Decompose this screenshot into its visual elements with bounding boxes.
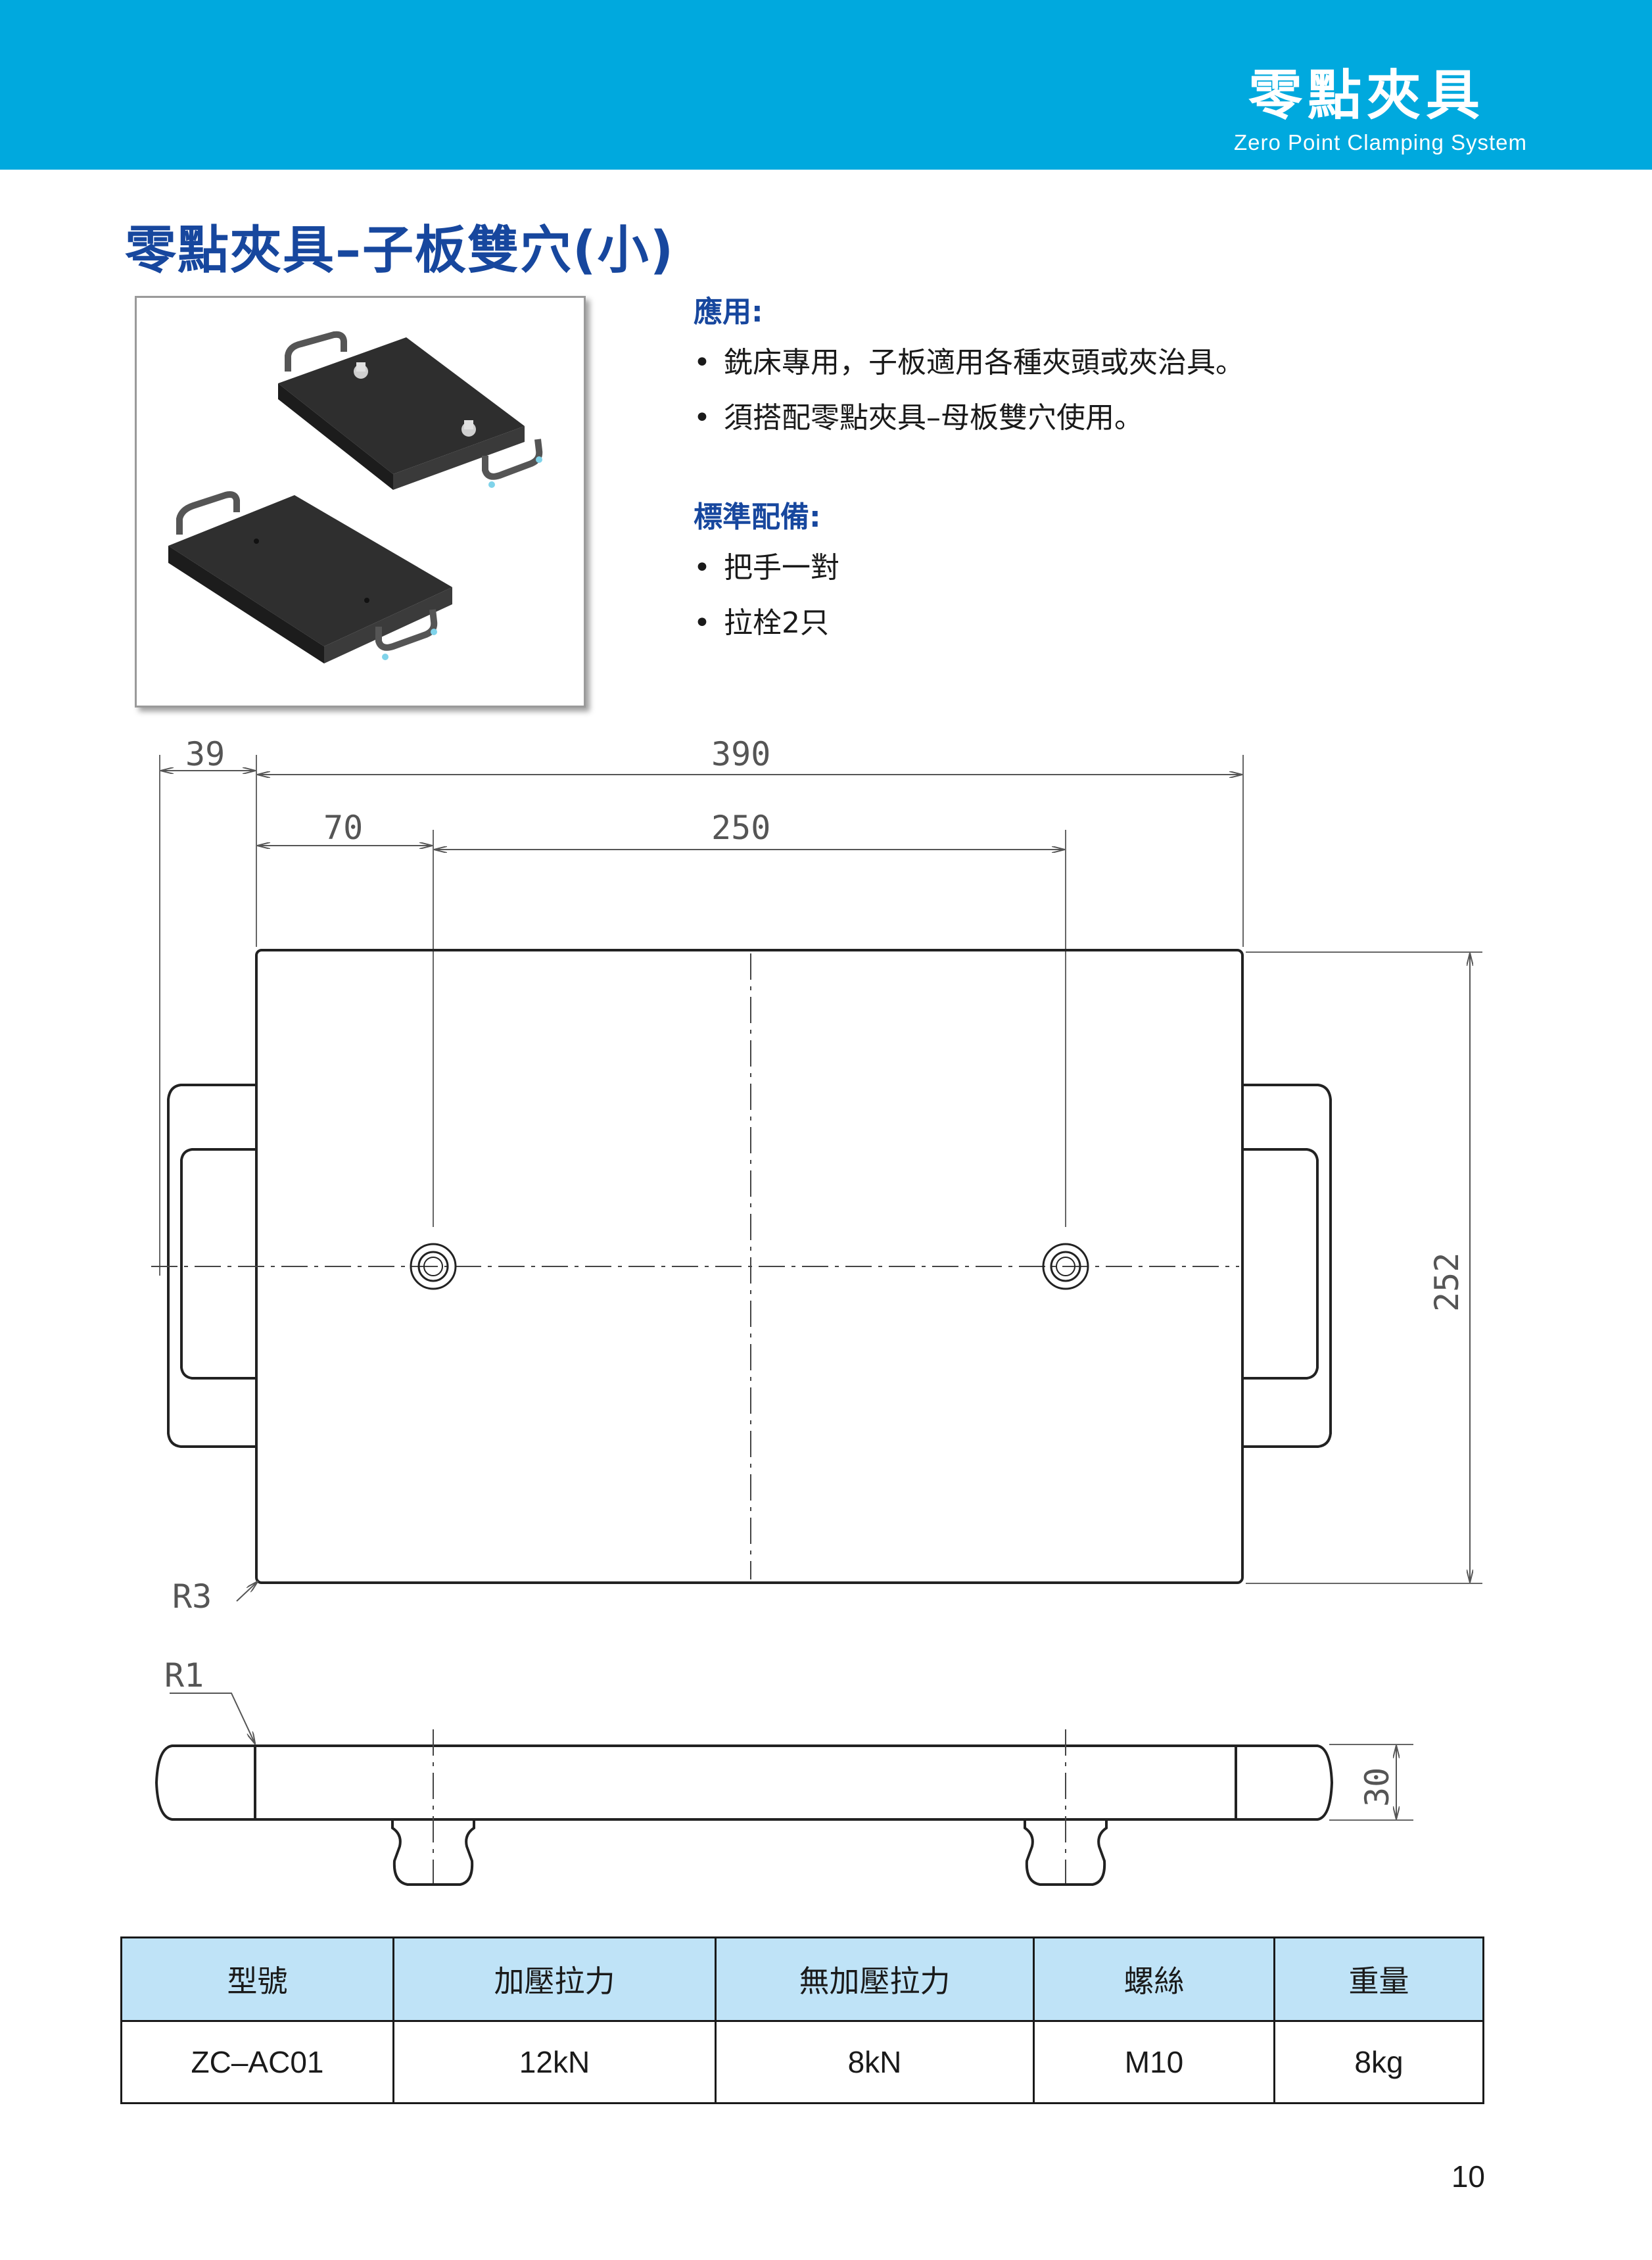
column-header-screw: 螺絲	[1033, 1936, 1275, 2022]
product-photo	[135, 296, 586, 708]
bullet-dot-icon: •	[694, 346, 711, 379]
page-number: 10	[1451, 2159, 1485, 2194]
application-item: • 銑床專用，子板適用各種夾頭或夾治具。	[694, 335, 1548, 391]
equipment-item-text: 把手一對	[724, 551, 839, 585]
page-title: 零點夾具–子板雙穴(小)	[125, 221, 675, 280]
cell-unpressurized-force: 8kN	[715, 2020, 1035, 2104]
radius-r1-label: R1	[164, 1656, 204, 1695]
dimension-70: 70	[323, 809, 363, 847]
bullet-dot-icon: •	[694, 551, 711, 585]
standard-equipment-heading: 標準配備:	[694, 500, 821, 534]
radius-r3-label: R3	[172, 1577, 212, 1616]
header-band	[0, 0, 1652, 170]
application-item-text: 銑床專用，子板適用各種夾頭或夾治具。	[724, 346, 1244, 379]
equipment-item: • 把手一對	[694, 541, 1548, 596]
column-header-clamping-force: 加壓拉力	[392, 1936, 717, 2022]
column-header-model: 型號	[120, 1936, 394, 2022]
equipment-item-text: 拉栓2只	[724, 606, 829, 640]
application-heading: 應用:	[694, 295, 763, 329]
table-header-row: 型號 加壓拉力 無加壓拉力 螺絲 重量	[120, 1936, 1484, 2022]
equipment-item: • 拉栓2只	[694, 596, 1548, 651]
dimension-39: 39	[185, 735, 225, 773]
cell-clamping-force: 12kN	[392, 2020, 717, 2104]
plate-lower-illustration	[168, 491, 452, 663]
technical-drawing: 39 390 70 250 252 30 R3 R1	[151, 735, 1482, 1887]
cell-model: ZC–AC01	[120, 2020, 394, 2104]
dimension-30: 30	[1358, 1767, 1396, 1807]
dimension-390: 390	[711, 735, 770, 773]
column-header-unpressurized-force: 無加壓拉力	[715, 1936, 1035, 2022]
header-title: 零點夾具	[1248, 64, 1485, 127]
dimension-250: 250	[711, 809, 770, 847]
cell-screw: M10	[1033, 2020, 1275, 2104]
application-item: • 須搭配零點夾具–母板雙穴使用。	[694, 391, 1548, 446]
bullet-dot-icon: •	[694, 606, 711, 640]
application-item-text: 須搭配零點夾具–母板雙穴使用。	[724, 401, 1143, 435]
info-panel: 應用: • 銑床專用，子板適用各種夾頭或夾治具。 • 須搭配零點夾具–母板雙穴使用。…	[694, 289, 1548, 651]
dimension-252: 252	[1428, 1253, 1466, 1312]
plate-upper-illustration	[278, 331, 543, 490]
cell-weight: 8kg	[1273, 2020, 1484, 2104]
header-subtitle: Zero Point Clamping System	[1234, 130, 1527, 155]
column-header-weight: 重量	[1273, 1936, 1484, 2022]
table-row: ZC–AC01 12kN 8kN M10 8kg	[120, 2020, 1484, 2104]
bullet-dot-icon: •	[694, 401, 711, 435]
spec-table: 型號 加壓拉力 無加壓拉力 螺絲 重量 ZC–AC01 12kN 8kN M10…	[120, 1936, 1484, 2104]
